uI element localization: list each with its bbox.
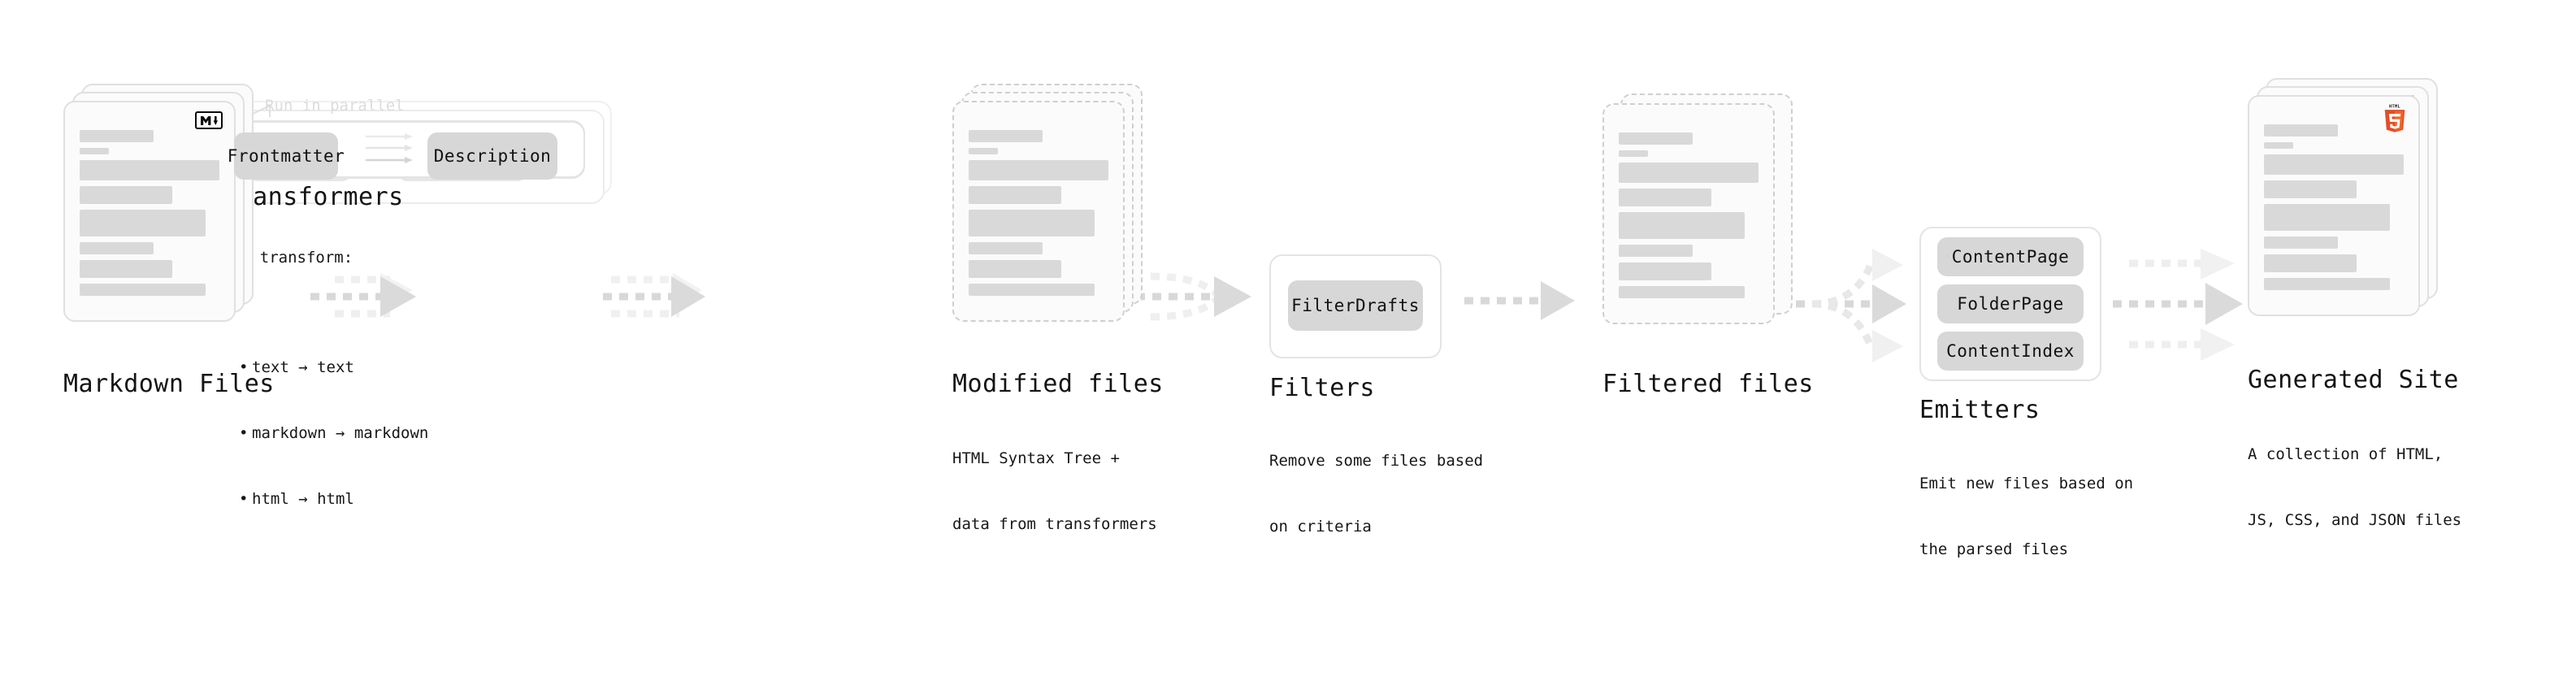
html5-icon: HTML <box>2383 103 2407 132</box>
modified-file-card-front <box>952 101 1125 322</box>
generated-file-card-html: HTML <box>2248 95 2420 316</box>
filtered-files-stack <box>1602 93 1793 329</box>
filter-pill-filterdrafts[interactable]: FilterDrafts <box>1288 280 1423 331</box>
connector-filters-to-filtered <box>1464 281 1575 320</box>
file-placeholder-lines <box>1619 132 1759 304</box>
modified-files-subtitle-line: HTML Syntax Tree + <box>952 449 1120 467</box>
emitter-pill-contentpage[interactable]: ContentPage <box>1937 237 2084 276</box>
filters-subtitle-line: Remove some files based <box>1269 452 1484 470</box>
file-placeholder-lines <box>969 130 1108 301</box>
transformers-bullet-item: text → text <box>239 357 428 379</box>
connector-transformers-to-modified <box>603 273 705 318</box>
transformers-subtitle-line: Can transform: <box>223 249 353 267</box>
modified-files-stack <box>952 84 1143 322</box>
filters-subtitle-line: on criteria <box>1269 518 1372 536</box>
stage-subtitle-modified-files: HTML Syntax Tree + data from transformer… <box>952 404 1157 579</box>
generated-site-stack: CSS HTML <box>2248 78 2438 316</box>
transformers-bullet-item: html → html <box>239 488 428 510</box>
stage-subtitle-transformers: Can transform: text → text markdown → ma… <box>223 203 428 598</box>
markdown-file-card-front <box>63 101 236 322</box>
stage-title-modified-files: Modified files <box>952 370 1164 398</box>
markdown-icon <box>195 111 223 129</box>
transformers-bullet-item: markdown → markdown <box>239 423 428 445</box>
modified-files-subtitle-line: data from transformers <box>952 515 1157 533</box>
transformers-bullet-list: text → text markdown → markdown html → h… <box>223 313 428 554</box>
generated-site-subtitle-line: A collection of HTML, <box>2248 445 2444 463</box>
stage-subtitle-filters: Remove some files based on criteria <box>1269 406 1483 582</box>
stage-title-filters: Filters <box>1269 374 1375 402</box>
stage-title-generated-site: Generated Site <box>2248 366 2459 394</box>
run-in-parallel-annotation: Run in parallel <box>265 97 405 115</box>
stage-title-emitters: Emitters <box>1919 396 2040 424</box>
stage-subtitle-emitters: Emit new files based on the parsed files <box>1919 429 2133 605</box>
transformer-pill-frontmatter[interactable]: Frontmatter <box>228 132 345 180</box>
connector-emitters-to-site <box>2113 249 2243 361</box>
generated-site-subtitle-line: JS, CSS, and JSON files <box>2248 511 2462 529</box>
transformer-pill-description[interactable]: Description <box>427 132 557 180</box>
connector-filtered-to-emitters <box>1780 249 1906 362</box>
emitter-pill-contentindex[interactable]: ContentIndex <box>1937 332 2084 371</box>
svg-text:HTML: HTML <box>2389 105 2400 110</box>
transformer-internal-arrows <box>366 133 413 163</box>
stage-subtitle-generated-site: A collection of HTML, JS, CSS, and JSON … <box>2248 400 2461 575</box>
filtered-file-card-front <box>1602 103 1775 324</box>
markdown-files-stack <box>63 84 254 322</box>
file-placeholder-lines <box>2264 124 2404 296</box>
emitters-subtitle-line: Emit new files based on <box>1919 475 2134 492</box>
connector-modified-to-filters <box>1136 272 1251 321</box>
stage-title-filtered-files: Filtered files <box>1602 370 1814 398</box>
file-placeholder-lines <box>80 130 219 301</box>
emitters-subtitle-line: the parsed files <box>1919 540 2069 558</box>
connector-markdown-to-transformers <box>310 273 416 318</box>
emitter-pill-folderpage[interactable]: FolderPage <box>1937 284 2084 323</box>
